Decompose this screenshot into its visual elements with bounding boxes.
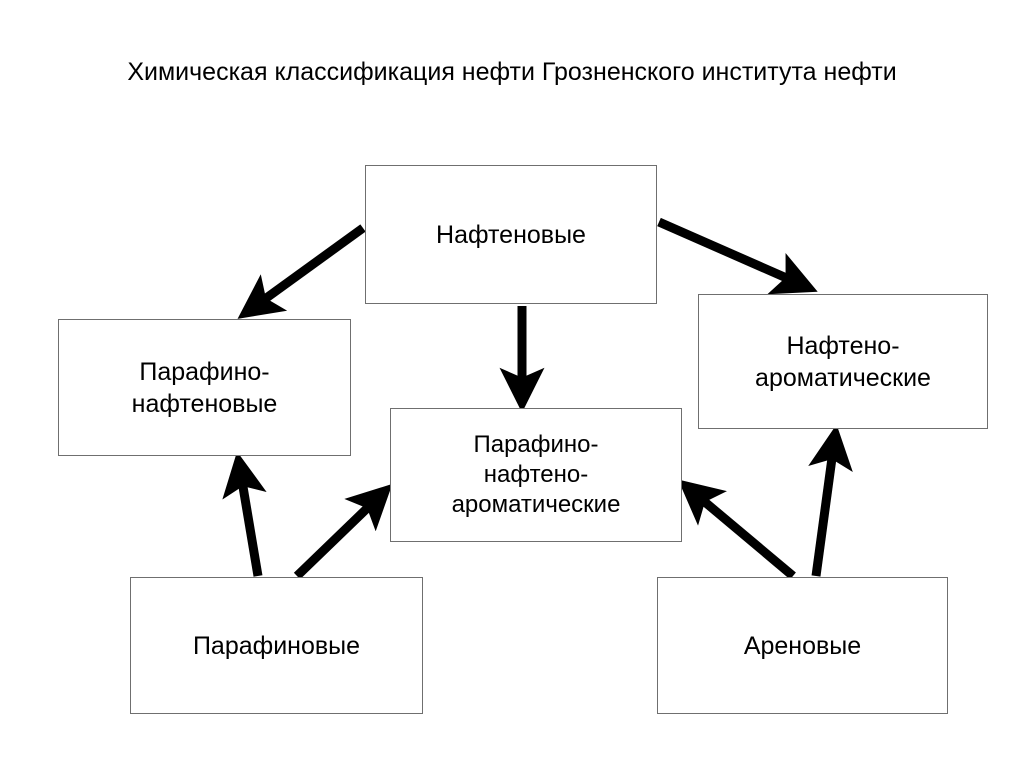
node-paraffinic[interactable]: Парафиновые <box>130 577 423 714</box>
node-paraffin-naphthenic[interactable]: Парафино- нафтеновые <box>58 319 351 456</box>
arrow-arenic-to-naph-arom <box>808 424 853 577</box>
arrow-naphthenic-to-paraffin-naph <box>237 224 366 319</box>
arrow-arenic-to-pna <box>678 479 796 580</box>
node-paraffin-naphthenic-aromatic[interactable]: Парафино- нафтено- ароматические <box>390 408 682 542</box>
arrow-paraffinic-to-pna <box>293 483 393 580</box>
arrow-paraffinic-to-paraffin-naph <box>222 451 267 577</box>
node-naphthenic[interactable]: Нафтеновые <box>365 165 657 304</box>
node-arenic[interactable]: Ареновые <box>657 577 948 714</box>
arrow-naphthenic-to-naph-arom <box>657 217 818 295</box>
page-title: Химическая классификация нефти Грозненск… <box>127 58 897 86</box>
node-naphthenic-aromatic[interactable]: Нафтено- ароматические <box>698 294 988 429</box>
